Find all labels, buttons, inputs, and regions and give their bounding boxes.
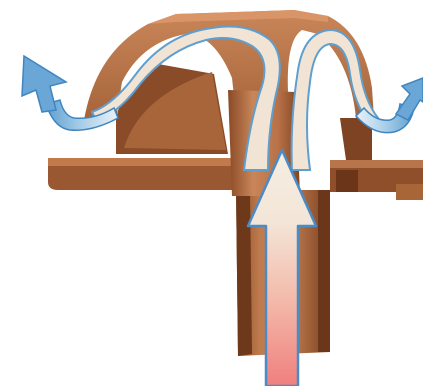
diagram-canvas	[0, 0, 423, 386]
vent-cap-diagram	[0, 0, 423, 386]
